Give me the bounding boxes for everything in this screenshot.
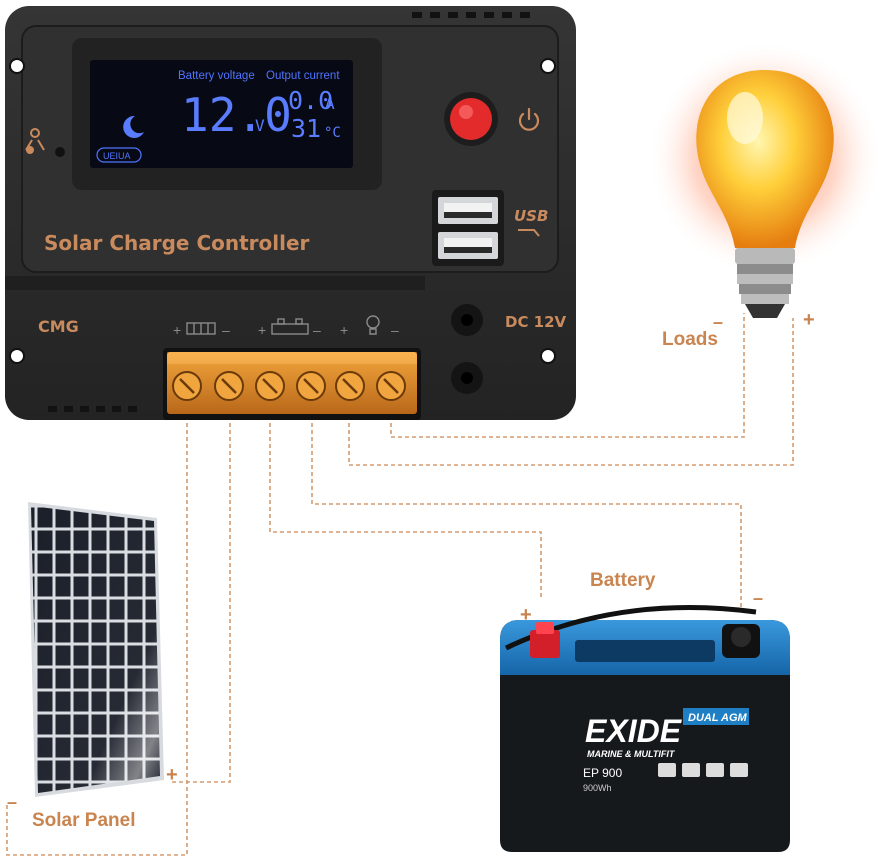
power-icon: [518, 107, 540, 131]
svg-text:+: +: [340, 322, 348, 338]
wire-battery-positive: [269, 395, 542, 600]
svg-text:+: +: [173, 322, 181, 338]
label-solar-minus: –: [7, 792, 17, 812]
lcd-label-voltage: Battery voltage: [178, 70, 255, 82]
label-battery-plus: +: [520, 604, 532, 626]
lcd-temp-unit: °C: [324, 125, 341, 141]
svg-text:–: –: [391, 322, 399, 338]
usb-icon: [518, 229, 540, 237]
lcd-voltage-value: 12.0: [181, 88, 292, 142]
mount-hole: [9, 348, 25, 364]
label-battery: Battery: [590, 570, 656, 591]
lcd-temp-value: 31: [291, 114, 321, 143]
lcd-voltage-unit: V: [255, 116, 265, 135]
lcd-label-current: Output current: [266, 70, 340, 82]
moon-icon: [123, 115, 144, 138]
terminal-symbols: + – + – + –: [173, 315, 399, 338]
label-loads: Loads: [662, 329, 718, 350]
lcd-current-unit: A: [325, 94, 335, 113]
controller-brand: CMG: [38, 317, 79, 336]
charge-controller: [5, 6, 576, 420]
lcd-badge: UEIUA: [103, 151, 131, 161]
mount-hole: [540, 58, 556, 74]
svg-text:–: –: [313, 322, 321, 338]
battery-brand: EXIDE: [585, 713, 683, 749]
controller-title: Solar Charge Controller: [44, 231, 310, 255]
mount-hole: [540, 348, 556, 364]
controller-panel: USB DC 12V Solar Charge Controller CMG +…: [25, 92, 567, 420]
battery: EXIDE DUAL AGM MARINE & MULTIFIT EP 900 …: [500, 605, 790, 852]
usb-ports: [432, 190, 504, 266]
light-bulb: [647, 40, 883, 318]
wire-solar-positive: [170, 395, 231, 783]
battery-tag: DUAL AGM: [688, 712, 748, 724]
usb-label: USB: [514, 207, 548, 225]
svg-text:–: –: [222, 322, 230, 338]
label-solar-plus: +: [166, 764, 178, 786]
vent-slots: [412, 12, 530, 18]
label-load-plus: +: [803, 309, 815, 331]
wire-solar-negative: [6, 395, 188, 856]
mount-hole: [9, 58, 25, 74]
svg-text:+: +: [258, 322, 266, 338]
label-battery-minus: –: [753, 588, 763, 608]
terminal-block: [163, 348, 421, 420]
temperature-sensor-icon: [25, 128, 45, 154]
diagram-labels: Loads – + Battery + – Solar Panel + –: [7, 309, 815, 831]
label-load-minus: –: [713, 312, 723, 332]
solar-panel: [28, 502, 164, 797]
battery-subtitle: MARINE & MULTIFIT: [587, 749, 676, 759]
lcd-display: Battery voltage Output current 12.0 V 0.…: [96, 70, 341, 163]
wire-load-positive: [348, 318, 794, 466]
battery-energy: 900Wh: [583, 783, 612, 793]
label-solar-panel: Solar Panel: [32, 810, 136, 831]
lcd-screen: [90, 60, 353, 168]
wire-battery-negative: [311, 395, 742, 612]
lcd-current-value: 0.0: [288, 86, 333, 115]
dc-label: DC 12V: [505, 313, 567, 331]
battery-model: EP 900: [583, 766, 622, 780]
